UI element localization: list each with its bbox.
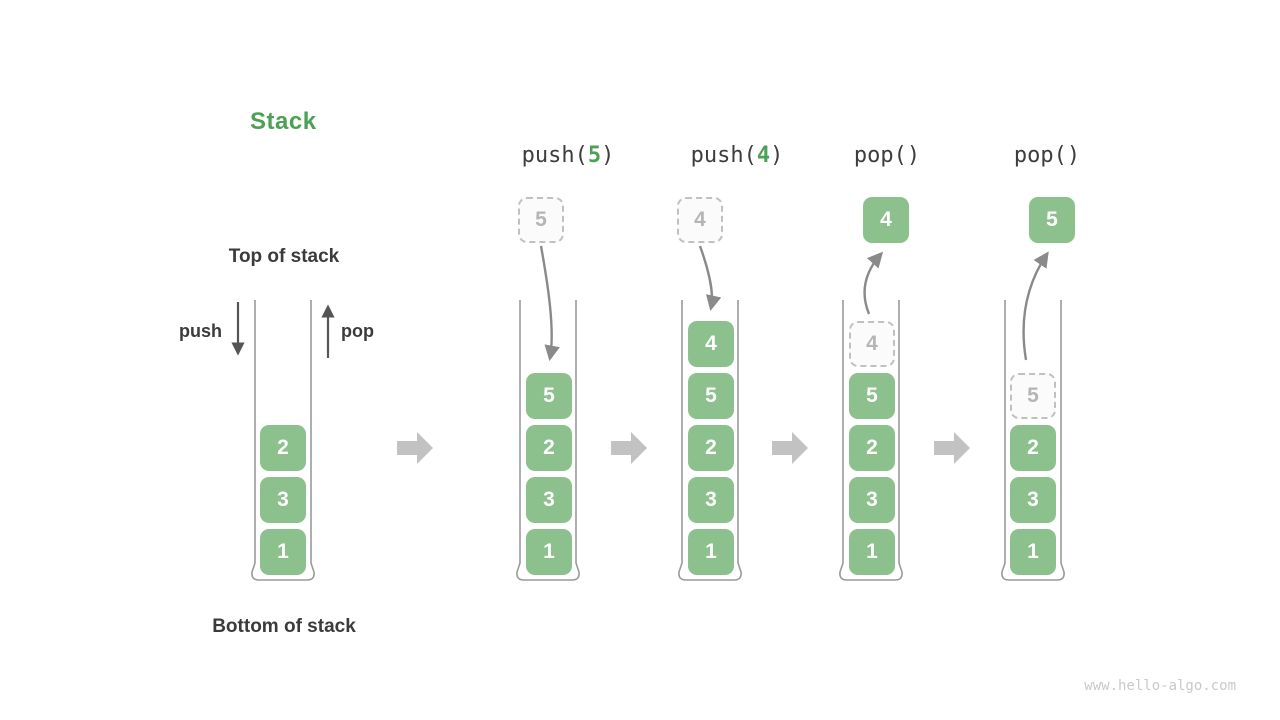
stack-cell: 3 <box>849 477 895 523</box>
diagram-title: Stack <box>250 108 317 135</box>
op-argument: 4 <box>756 143 771 168</box>
stack-cell: 3 <box>260 477 306 523</box>
stack-cell: 2 <box>526 425 572 471</box>
bottom-of-stack-label: Bottom of stack <box>212 616 356 637</box>
stack-cell: 3 <box>688 477 734 523</box>
op-prefix: push( <box>521 143 588 168</box>
pop-4-curve-arrow <box>863 251 884 315</box>
op-suffix: ) <box>770 143 784 168</box>
block-arrow-2 <box>611 432 647 464</box>
stack-cell: 5 <box>526 373 572 419</box>
stack-cell: 1 <box>688 529 734 575</box>
floating-value-push-5: 5 <box>518 197 564 243</box>
operation-label-push-5: push(5) <box>522 143 615 168</box>
push-4-curve-arrow <box>698 245 722 312</box>
stack-cell: 2 <box>1010 425 1056 471</box>
stack-cell: 5 <box>849 373 895 419</box>
floating-value-push-4: 4 <box>677 197 723 243</box>
block-arrow-1 <box>397 432 433 464</box>
operation-label-pop-1: pop() <box>854 143 920 168</box>
operation-label-pop-2: pop() <box>1014 143 1080 168</box>
op-argument: 5 <box>587 143 602 168</box>
site-watermark: www.hello-algo.com <box>1084 678 1236 694</box>
block-arrow-3 <box>772 432 808 464</box>
stack-cell: 3 <box>526 477 572 523</box>
container-after-push-5 <box>516 300 580 581</box>
push-pop-arrows <box>231 302 335 358</box>
container-after-pop-5 <box>1001 300 1065 581</box>
stack-cell: 2 <box>849 425 895 471</box>
stack-cell: 4 <box>688 321 734 367</box>
container-initial <box>251 300 315 581</box>
stack-cell-removed: 4 <box>849 321 895 367</box>
stack-cell: 1 <box>1010 529 1056 575</box>
stack-containers <box>251 300 1065 581</box>
stack-cell: 1 <box>260 529 306 575</box>
stack-cell: 1 <box>526 529 572 575</box>
transition-arrows <box>397 432 970 464</box>
op-prefix: push( <box>690 143 757 168</box>
floating-value-pop-4: 4 <box>863 197 909 243</box>
pop-5-curve-arrow <box>1022 251 1049 361</box>
stack-cell: 2 <box>688 425 734 471</box>
floating-value-pop-5: 5 <box>1029 197 1075 243</box>
push-5-curve-arrow <box>539 245 560 362</box>
stack-cell-removed: 5 <box>1010 373 1056 419</box>
operation-label-push-4: push(4) <box>691 143 784 168</box>
stack-cell: 1 <box>849 529 895 575</box>
top-of-stack-label: Top of stack <box>228 246 340 267</box>
container-after-pop-4 <box>839 300 903 581</box>
block-arrow-4 <box>934 432 970 464</box>
op-prefix: pop() <box>1013 143 1081 168</box>
stack-cell: 5 <box>688 373 734 419</box>
stack-cell: 3 <box>1010 477 1056 523</box>
stack-cell: 2 <box>260 425 306 471</box>
op-prefix: pop() <box>853 143 921 168</box>
pop-label: pop <box>341 321 374 341</box>
movement-arrows <box>539 245 1049 362</box>
push-label: push <box>179 321 222 341</box>
op-suffix: ) <box>601 143 615 168</box>
container-after-push-4 <box>678 300 742 581</box>
